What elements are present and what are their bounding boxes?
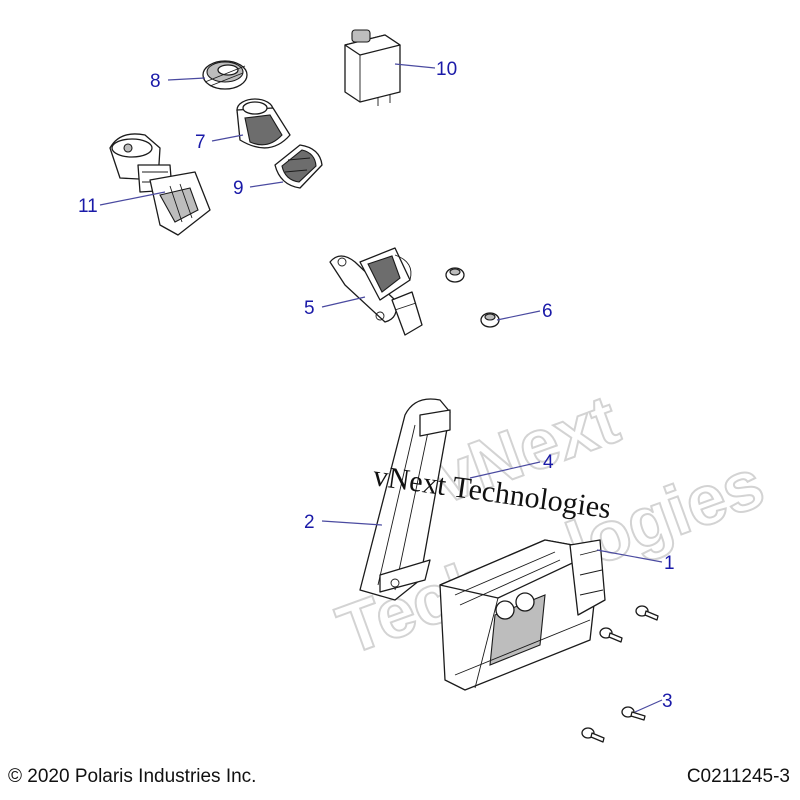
- part-7-switch: [236, 98, 291, 149]
- callout-3: 3: [662, 691, 673, 712]
- part-11-key-switch: [109, 133, 211, 236]
- callout-11: 11: [78, 196, 98, 217]
- part-6-nut: [480, 312, 500, 328]
- callout-8: 8: [150, 71, 161, 92]
- part-nut-small: [445, 267, 465, 283]
- callout-4: 4: [543, 452, 554, 473]
- callout-9: 9: [233, 178, 244, 199]
- part-1-ecu: [439, 539, 606, 691]
- part-10-relay: [344, 29, 401, 106]
- leader-4: [469, 461, 541, 479]
- leader-5: [321, 296, 366, 308]
- leader-10: [394, 63, 436, 69]
- figure-id: C0211245-3: [686, 766, 790, 787]
- part-8-nut: [202, 60, 248, 90]
- callout-1: 1: [664, 553, 675, 574]
- leader-7: [211, 134, 244, 142]
- leader-11: [99, 191, 166, 206]
- part-5-ignition-switch: [329, 247, 423, 336]
- leader-2: [321, 520, 383, 526]
- callout-5: 5: [304, 298, 315, 319]
- leader-8: [167, 77, 206, 81]
- copyright-text: © 2020 Polaris Industries Inc.: [8, 766, 257, 787]
- leader-1: [596, 549, 663, 563]
- part-9-bezel: [274, 144, 323, 189]
- callout-7: 7: [195, 132, 206, 153]
- callout-numbers: 1 2 3 4 5 6 7 8 9 10 11: [78, 59, 675, 712]
- part-3-screws: [581, 605, 659, 743]
- leader-lines: [99, 63, 663, 713]
- leader-9: [249, 181, 284, 188]
- callout-2: 2: [304, 512, 315, 533]
- leader-6: [496, 310, 541, 321]
- leader-3: [634, 699, 663, 713]
- part-2-bracket: [359, 398, 451, 601]
- callout-6: 6: [542, 301, 553, 322]
- callout-10: 10: [436, 59, 457, 80]
